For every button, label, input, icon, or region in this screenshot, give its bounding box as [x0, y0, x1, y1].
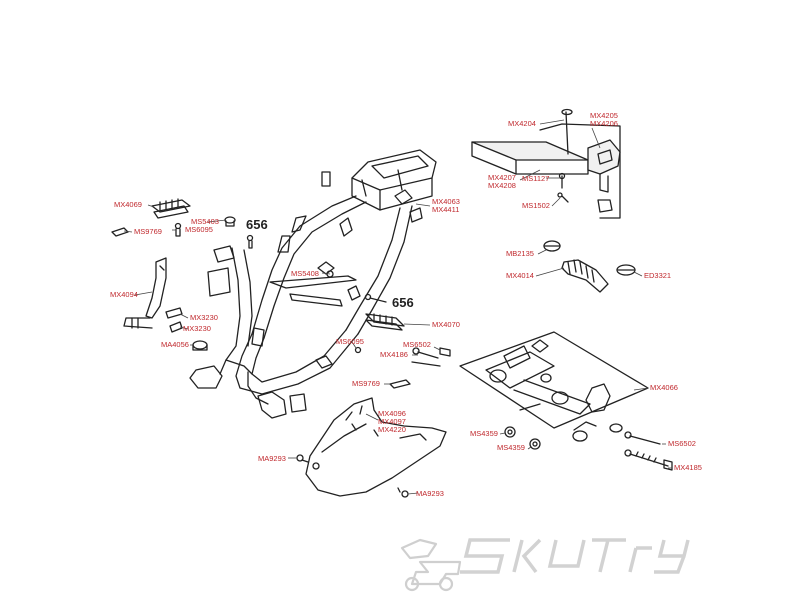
label-ms6095-left: MS6095: [185, 225, 213, 234]
label-ms9769-mid: MS9769: [352, 379, 380, 388]
left-fasteners: [111, 216, 334, 351]
label-ms6095-mid: MS6095: [336, 337, 364, 346]
leader-lines: [123, 119, 672, 495]
label-mx4066: MX4066: [650, 383, 678, 392]
label-mx4206: MX4206: [590, 119, 618, 128]
ref-656-right: 656: [392, 295, 414, 310]
label-ms6502-mid: MS6502: [403, 340, 431, 349]
skutry-logo-letters: [460, 538, 690, 574]
label-mx4186: MX4186: [380, 350, 408, 359]
skutry-logo-mark: [400, 538, 462, 592]
label-mx4070: MX4070: [432, 320, 460, 329]
label-mx4094: MX4094: [110, 290, 138, 299]
right-bolts: [624, 431, 673, 471]
label-ms9769-left: MS9769: [134, 227, 162, 236]
label-mx4069: MX4069: [114, 200, 142, 209]
label-ms5408: MS5408: [291, 269, 319, 278]
label-mx4185: MX4185: [674, 463, 702, 472]
label-mx4207: MX4207: [488, 173, 516, 182]
label-ed3321: ED3321: [644, 271, 672, 280]
label-ms6502-right: MS6502: [668, 439, 696, 448]
label-mx4096: MX4096: [378, 409, 406, 418]
label-ms1502: MS1502: [522, 201, 550, 210]
label-ms5403: MS5403: [191, 217, 219, 226]
footrest-right: [365, 313, 405, 331]
label-mx3230-upper: MX3230: [190, 313, 218, 322]
main-frame: [189, 149, 437, 419]
intake-hose: [543, 240, 636, 293]
label-ma9293-left: MA9293: [258, 454, 286, 463]
label-mx4208: MX4208: [488, 181, 516, 190]
clip-ms9769: [389, 379, 411, 389]
label-mx4220: MX4220: [378, 425, 406, 434]
bolt-656: [364, 293, 387, 303]
ms4359-nuts: [504, 426, 541, 450]
engine-mount: [459, 331, 649, 442]
mid-bolts: [354, 346, 451, 367]
label-ms4359-lower: MS4359: [497, 443, 525, 452]
label-mx4204: MX4204: [508, 119, 536, 128]
inset-bracket: [471, 108, 621, 219]
label-ms4359-upper: MS4359: [470, 429, 498, 438]
label-mx4205: MX4205: [590, 111, 618, 120]
label-ma9293-right: MA9293: [416, 489, 444, 498]
ref-656-left: 656: [246, 217, 268, 232]
label-mx4097: MX4097: [378, 417, 406, 426]
label-mx4063: MX4063: [432, 197, 460, 206]
label-mb2135: MB2135: [506, 249, 534, 258]
under-cover: [305, 397, 447, 497]
ma9293-screws: [296, 454, 409, 498]
label-mx4014: MX4014: [506, 271, 534, 280]
label-ma4056: MA4056: [161, 340, 189, 349]
footrest-pedal: [151, 198, 191, 219]
label-mx4411: MX4411: [432, 205, 460, 214]
label-mx3230-lower: MX3230: [183, 324, 211, 333]
label-ms1127: MS1127: [522, 174, 550, 183]
side-stand: [123, 257, 167, 329]
